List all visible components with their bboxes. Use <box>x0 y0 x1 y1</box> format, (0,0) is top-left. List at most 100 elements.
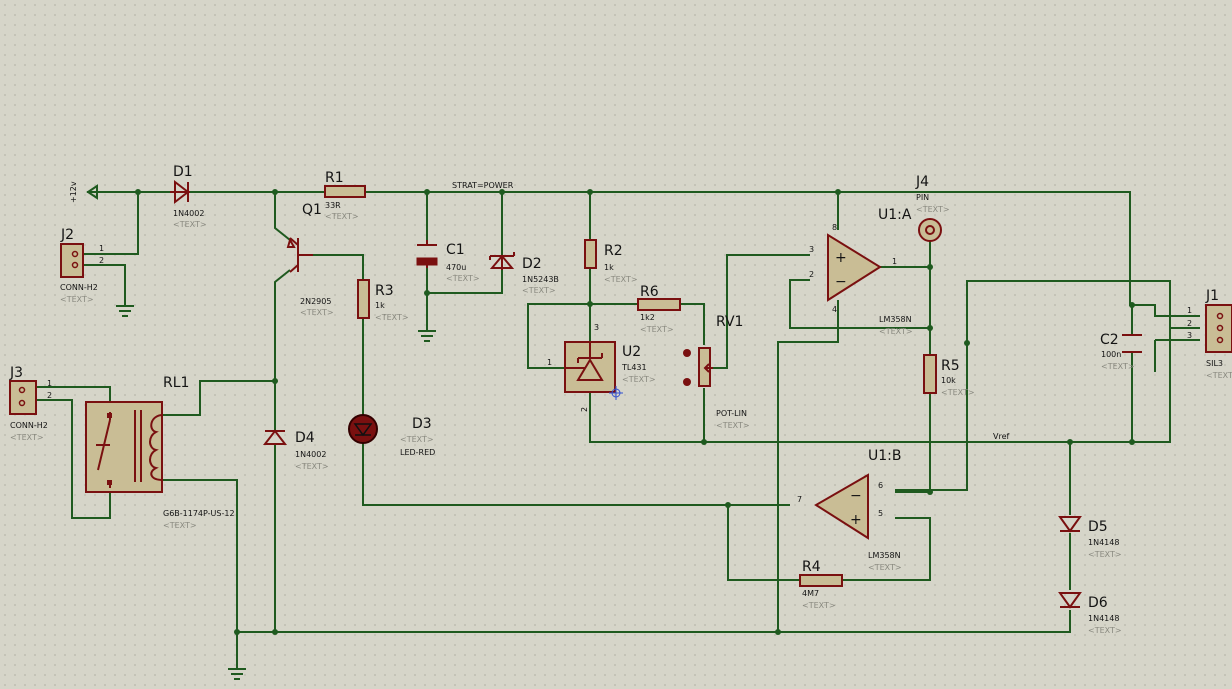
diode-d5[interactable] <box>1058 516 1082 533</box>
c1-value: 470u <box>446 263 466 272</box>
rv1-text: <TEXT> <box>716 421 750 430</box>
supply-terminal[interactable]: +12v <box>69 181 101 203</box>
d2-ref: D2 <box>522 256 542 272</box>
u1a-text: <TEXT> <box>879 327 913 336</box>
r2-value: 1k <box>604 263 614 272</box>
svg-text:2: 2 <box>47 391 52 400</box>
junctions <box>135 189 1135 635</box>
d4-text: <TEXT> <box>295 462 329 471</box>
relay-rl1[interactable] <box>85 401 164 493</box>
r2-ref: R2 <box>604 243 623 259</box>
r6-value: 1k2 <box>640 313 655 322</box>
r3-ref: R3 <box>375 283 394 299</box>
q1-ref: Q1 <box>302 202 322 218</box>
r5-value: 10k <box>941 376 956 385</box>
resistor-r3[interactable] <box>357 279 370 319</box>
d1-text: <TEXT> <box>173 220 207 229</box>
j1-value: SIL3 <box>1206 359 1223 368</box>
j4-ref: J4 <box>915 174 929 190</box>
svg-text:−: − <box>850 488 862 504</box>
j4-value: PIN <box>916 193 929 202</box>
j1-text: <TEXT> <box>1206 371 1232 380</box>
r6-ref: R6 <box>640 284 659 300</box>
u1a-ref: U1:A <box>878 207 912 223</box>
svg-text:2: 2 <box>1187 319 1192 328</box>
svg-text:3: 3 <box>809 245 814 254</box>
svg-text:1: 1 <box>47 379 52 388</box>
diode-d6[interactable] <box>1058 592 1082 609</box>
capacitor-c1[interactable] <box>416 240 438 268</box>
connector-j3[interactable]: 1 2 <box>9 379 52 415</box>
capacitor-c2[interactable] <box>1122 334 1142 353</box>
d2-text: <TEXT> <box>522 286 556 295</box>
j3-value: CONN-H2 <box>10 421 48 430</box>
d5-ref: D5 <box>1088 519 1108 535</box>
rl1-ref: RL1 <box>163 375 189 391</box>
net-label-vref: Vref <box>993 432 1010 441</box>
svg-text:+: + <box>835 250 847 266</box>
zener-diode-d2[interactable] <box>489 252 515 270</box>
resistor-r2[interactable] <box>584 239 597 269</box>
resistor-r1[interactable] <box>324 185 366 198</box>
ground-symbol-main <box>228 668 246 680</box>
u1b-ref: U1:B <box>868 448 901 464</box>
d5-value: 1N4148 <box>1088 538 1119 547</box>
r1-text: <TEXT> <box>325 212 359 221</box>
diode-d4[interactable] <box>262 429 288 445</box>
svg-text:7: 7 <box>797 495 802 504</box>
opamp-u1b[interactable]: − + 6 5 7 <box>797 473 883 540</box>
connector-j2[interactable]: 1 2 <box>60 243 104 278</box>
opamp-u1a[interactable]: + − 3 2 1 8 4 <box>809 223 897 314</box>
ground-symbol-j2 <box>116 305 134 317</box>
svg-text:5: 5 <box>878 509 883 518</box>
svg-text:4: 4 <box>832 305 837 314</box>
svg-text:2: 2 <box>99 256 104 265</box>
q1-value: 2N2905 <box>300 297 331 306</box>
r2-text: <TEXT> <box>604 275 638 284</box>
c2-value: 100n <box>1101 350 1121 359</box>
rv1-ref: RV1 <box>716 314 743 330</box>
resistor-r5[interactable] <box>923 354 937 394</box>
r6-text: <TEXT> <box>640 325 674 334</box>
potentiometer-rv1[interactable] <box>683 347 713 387</box>
svg-text:3: 3 <box>594 323 599 332</box>
d4-value: 1N4002 <box>295 450 326 459</box>
j4-text: <TEXT> <box>916 205 950 214</box>
resistor-r6[interactable] <box>637 298 681 311</box>
r4-text: <TEXT> <box>802 601 836 610</box>
svg-text:1: 1 <box>1187 306 1192 315</box>
r1-ref: R1 <box>325 170 344 186</box>
c2-text: <TEXT> <box>1101 362 1135 371</box>
transistor-q1[interactable] <box>286 237 313 273</box>
diode-d1[interactable] <box>170 179 190 205</box>
c2-ref: C2 <box>1100 332 1119 348</box>
connector-j1[interactable]: 1 2 3 <box>1187 304 1232 353</box>
supply-label: +12v <box>69 181 78 203</box>
j2-value: CONN-H2 <box>60 283 98 292</box>
r4-value: 4M7 <box>802 589 819 598</box>
shunt-regulator-u2[interactable]: 3 1 2 <box>547 323 616 412</box>
rl1-text: <TEXT> <box>163 521 197 530</box>
d1-value: 1N4002 <box>173 209 204 218</box>
resistor-r4[interactable] <box>799 574 843 587</box>
d6-ref: D6 <box>1088 595 1108 611</box>
rv1-value: POT-LIN <box>716 409 747 418</box>
led-d3[interactable] <box>348 414 378 444</box>
rl1-value: G6B-1174P-US-12 <box>163 509 235 518</box>
u2-ref: U2 <box>622 344 641 360</box>
r1-value: 33R <box>325 201 341 210</box>
j1-ref: J1 <box>1205 288 1219 304</box>
svg-text:8: 8 <box>832 223 837 232</box>
ground-symbol-c1 <box>418 330 436 342</box>
d3-value: LED-RED <box>400 448 435 457</box>
test-pin-j4[interactable] <box>918 218 942 242</box>
u2-text: <TEXT> <box>622 375 656 384</box>
q1-text: <TEXT> <box>300 308 334 317</box>
j2-text: <TEXT> <box>60 295 94 304</box>
r5-ref: R5 <box>941 358 960 374</box>
d3-ref: D3 <box>412 416 432 432</box>
d1-ref: D1 <box>173 164 193 180</box>
j3-ref: J3 <box>9 365 23 381</box>
svg-text:2: 2 <box>580 407 589 412</box>
d6-value: 1N4148 <box>1088 614 1119 623</box>
